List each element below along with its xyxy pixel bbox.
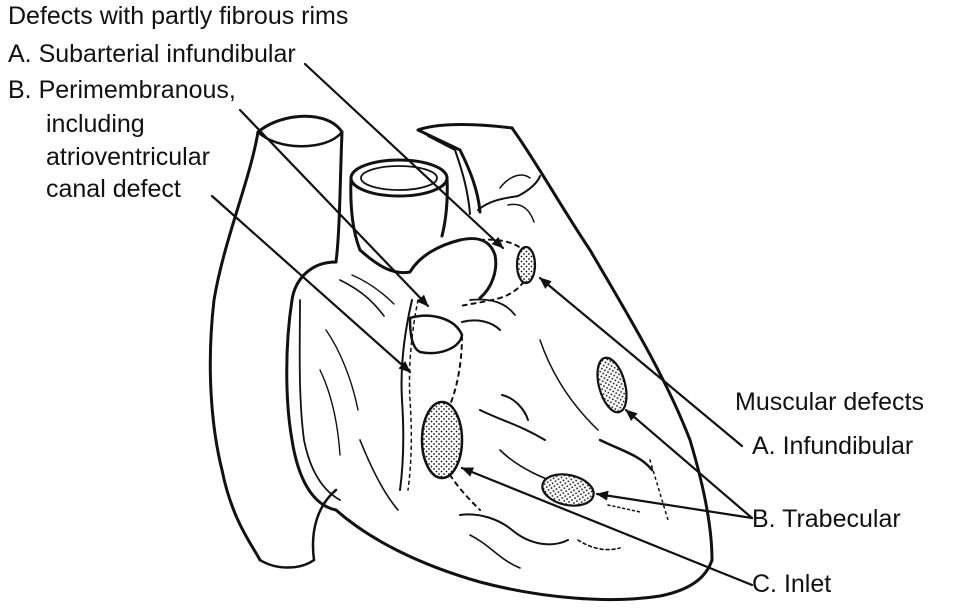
- arrow-avcanal: [212, 196, 410, 372]
- trabecular-defect-ellipse: [539, 470, 596, 510]
- label-perimembranous-line4: canal defect: [46, 175, 181, 203]
- leader-arrows: [212, 64, 752, 585]
- arrow-subarterial: [305, 64, 503, 248]
- arrow-muscular-infundibular: [540, 278, 742, 446]
- label-muscular-inlet: C. Inlet: [752, 570, 831, 598]
- label-muscular-infundibular: A. Infundibular: [752, 432, 913, 460]
- vena-cava-outline: [210, 116, 342, 567]
- septum-structures: [320, 275, 668, 568]
- aorta-outline: [351, 160, 447, 250]
- infundibular-defect-ellipse: [592, 355, 632, 416]
- label-perimembranous-line2: including: [46, 110, 145, 138]
- muscular-defects-heading: Muscular defects: [735, 388, 924, 416]
- label-perimembranous: B. Perimembranous,: [8, 76, 236, 104]
- label-perimembranous-line3: atrioventricular: [46, 143, 210, 171]
- label-subarterial-infundibular: A. Subarterial infundibular: [8, 40, 296, 68]
- fibrous-defects-heading: Defects with partly fibrous rims: [8, 2, 348, 30]
- inlet-defect-ellipse: [422, 402, 462, 478]
- subarterial-defect-ellipse: [517, 247, 535, 283]
- label-muscular-trabecular: B. Trabecular: [752, 505, 901, 533]
- septum-dashed-outline: [450, 240, 530, 510]
